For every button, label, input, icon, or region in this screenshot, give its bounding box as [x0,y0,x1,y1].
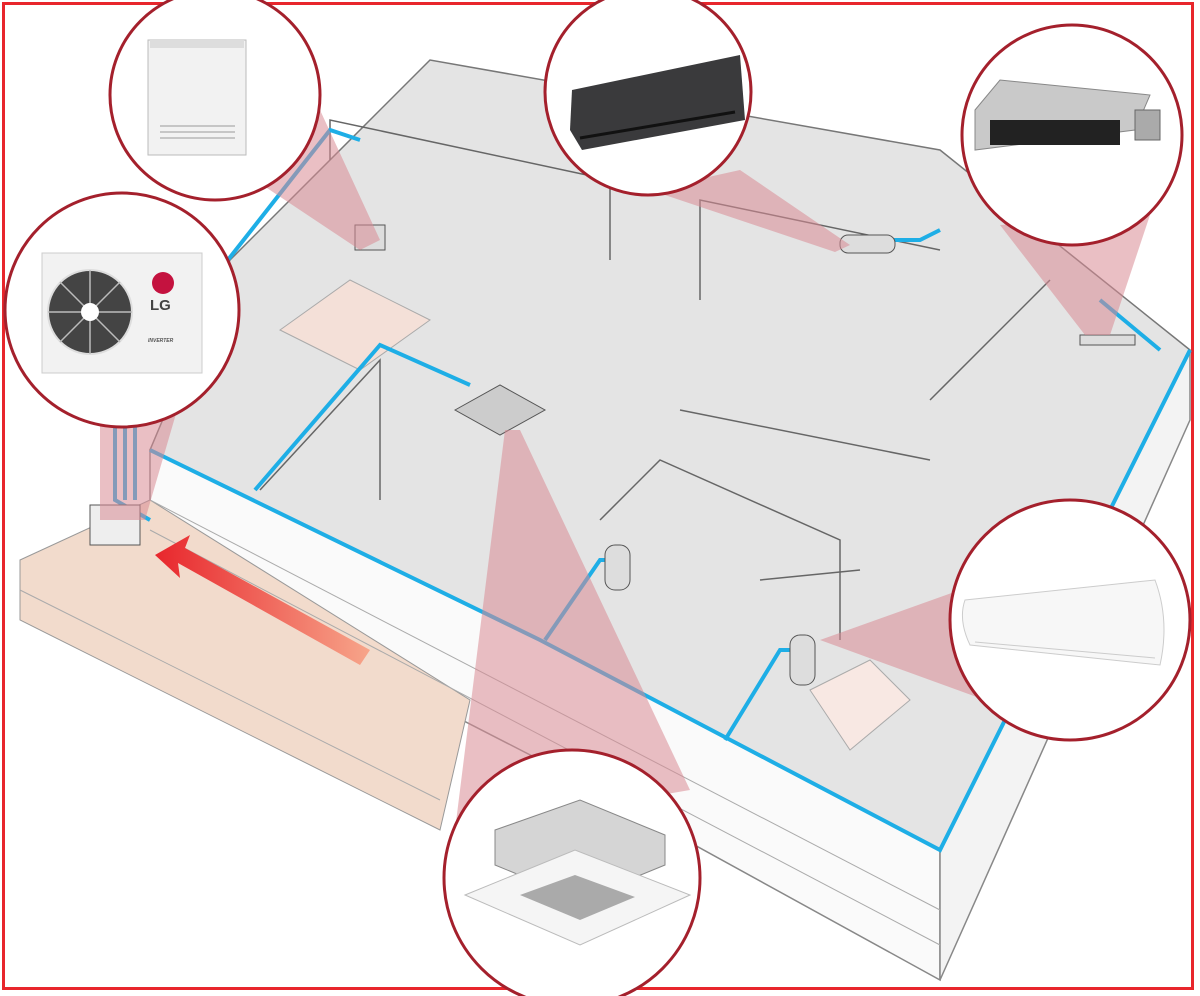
indoor-unit-marks [89,224,1136,686]
lg-logo-text: LG [150,297,171,314]
ducted-unit-icon [974,79,1161,151]
wall-dark-unit-icon [570,55,745,150]
callout-beams [100,110,1150,830]
wall-white-unit-icon [961,579,1165,666]
outdoor-unit-icon [41,252,203,374]
cassette-unit-icon [463,799,692,946]
console-unit-icon [147,39,247,156]
airflow-arrow [155,535,370,665]
inverter-label: INVERTER [148,338,174,344]
